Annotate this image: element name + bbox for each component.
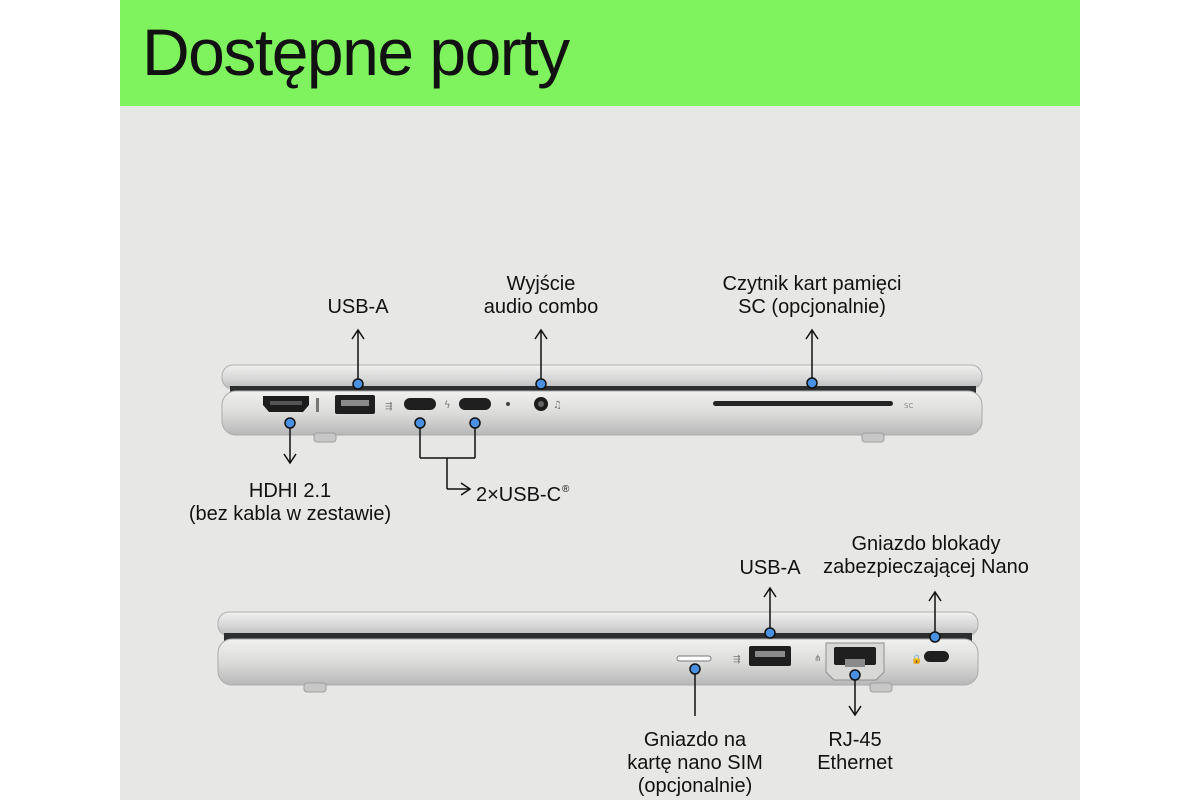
right-callout-lines	[694, 586, 942, 717]
label-sim-slot: Gniazdo na kartę nano SIM (opcjonalnie)	[610, 729, 780, 798]
label-text: zabezpieczającej Nano	[823, 556, 1029, 578]
label-lock-slot: Gniazdo blokady zabezpieczającej Nano	[798, 533, 1054, 579]
label-usb-a-right: USB-A	[722, 557, 818, 580]
label-text: (bez kabla w zestawie)	[188, 503, 392, 525]
sd-logo-icon: SC	[904, 402, 913, 410]
label-text: SC (opcjonalnie)	[738, 296, 886, 318]
label-hdmi: HDHI 2.1 (bez kabla w zestawie)	[162, 480, 418, 526]
ethernet-port-icon	[825, 642, 885, 681]
label-text: Czytnik kart pamięci	[722, 273, 902, 295]
usb-c-port-icon	[459, 398, 491, 410]
label-text: HDHI 2.1	[248, 480, 332, 502]
usb-a-port-icon	[335, 395, 375, 414]
right-callout-dots	[689, 627, 941, 681]
label-text: Gniazdo na	[643, 729, 747, 751]
header-banner: Dostępne porty	[120, 0, 1080, 106]
hdmi-logo-icon	[316, 398, 319, 412]
laptop-foot	[313, 432, 337, 443]
laptop-hinge-gap	[230, 386, 976, 393]
laptop-lid	[221, 364, 983, 390]
label-text: audio combo	[483, 296, 599, 318]
laptop-foot	[861, 432, 885, 443]
label-text: USB-A	[739, 557, 801, 579]
label-text: 2×USB-C	[476, 484, 562, 506]
laptop-illustration: ⇶ ϟ ♫ SC	[217, 328, 983, 717]
laptop-hinge-gap	[224, 633, 972, 641]
page-title: Dostępne porty	[142, 15, 570, 89]
network-symbol-icon: ⋔	[814, 654, 822, 664]
label-text: (opcjonalnie)	[637, 775, 753, 797]
laptop-foot	[303, 682, 327, 693]
label-usb-a-left: USB-A	[310, 296, 406, 319]
label-text: kartę nano SIM	[627, 752, 763, 774]
label-text: Wyjście	[506, 273, 576, 295]
ports-panel: Dostępne porty	[120, 0, 1080, 800]
label-card-reader: Czytnik kart pamięci SC (opcjonalnie)	[692, 273, 932, 319]
registered-mark: ®	[562, 484, 570, 495]
usb-c-port-icon	[404, 398, 436, 410]
label-text: Ethernet	[817, 752, 893, 774]
label-text: Gniazdo blokady	[851, 533, 1001, 555]
hdmi-port-icon	[263, 396, 309, 412]
laptop-lid	[217, 611, 979, 637]
sd-slot-icon	[713, 401, 893, 406]
left-callout-lines	[283, 328, 819, 496]
laptop-right-side: ⇶ ⋔ 🔒	[217, 611, 979, 693]
laptop-left-side: ⇶ ϟ ♫ SC	[221, 364, 983, 443]
thunderbolt-icon: ϟ	[444, 400, 451, 411]
sim-slot-icon	[676, 655, 712, 662]
label-usb-c: 2×USB-C®	[476, 478, 569, 507]
laptop-foot	[869, 682, 893, 693]
usb-symbol-icon: ⇶	[385, 401, 393, 412]
headphone-jack-icon	[534, 397, 548, 411]
label-audio-combo: Wyjście audio combo	[456, 273, 626, 319]
usb-a-port-icon	[749, 646, 791, 666]
label-text: RJ-45	[828, 729, 882, 751]
lock-icon: 🔒	[911, 654, 922, 665]
label-text: USB-A	[327, 296, 389, 318]
label-rj45: RJ-45 Ethernet	[800, 729, 910, 775]
headset-icon: ♫	[553, 400, 562, 411]
left-callout-dots	[284, 377, 818, 429]
lock-slot-icon	[924, 651, 949, 662]
status-led-icon	[506, 402, 510, 406]
usb-symbol-icon: ⇶	[733, 654, 741, 665]
